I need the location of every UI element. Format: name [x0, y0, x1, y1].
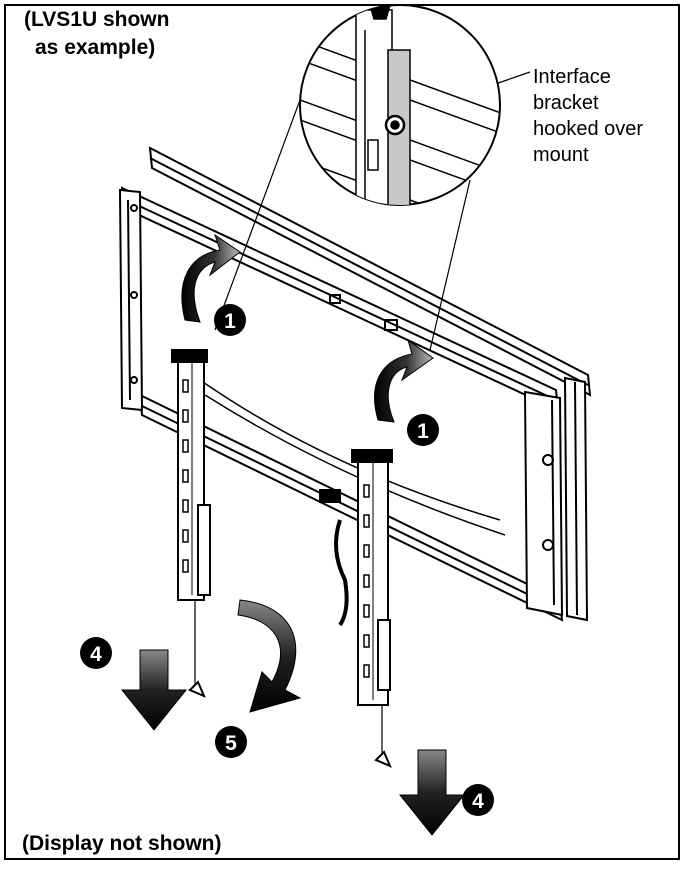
step-number: 1	[224, 310, 236, 333]
right-interface-bracket	[334, 449, 393, 768]
step-badge-5: 5	[215, 726, 247, 758]
display-not-shown-note: (Display not shown)	[22, 832, 222, 855]
step4-left-down-arrow	[120, 649, 188, 731]
step-number: 5	[225, 732, 237, 755]
bracket-detail-zoom	[299, 4, 501, 206]
step-number: 4	[90, 643, 102, 666]
bracket-callout: Interface bracket hooked over mount	[533, 64, 643, 168]
step-number: 1	[417, 420, 429, 443]
left-bracket-slots	[182, 379, 189, 573]
step1-right-curved-arrow	[374, 338, 434, 423]
step-badge-4b: 4	[462, 784, 494, 816]
example-note-line1: (LVS1U shown	[24, 8, 170, 31]
figure-frame	[4, 4, 680, 860]
callout-line: hooked over	[533, 118, 644, 140]
example-note-line2: as example)	[35, 36, 156, 59]
step-badge-1a: 1	[214, 304, 246, 336]
step-number: 4	[472, 790, 484, 813]
callout-line: bracket	[533, 92, 599, 114]
step5-curved-arrow	[237, 599, 302, 713]
step-badge-1b: 1	[407, 414, 439, 446]
left-interface-bracket	[171, 349, 211, 698]
callout-line: mount	[533, 144, 589, 166]
step1-left-curved-arrow	[181, 233, 241, 323]
step-badge-4a: 4	[80, 637, 112, 669]
step4-right-down-arrow	[398, 749, 466, 836]
callout-line: Interface	[533, 66, 611, 88]
right-bracket-slots	[363, 484, 370, 678]
